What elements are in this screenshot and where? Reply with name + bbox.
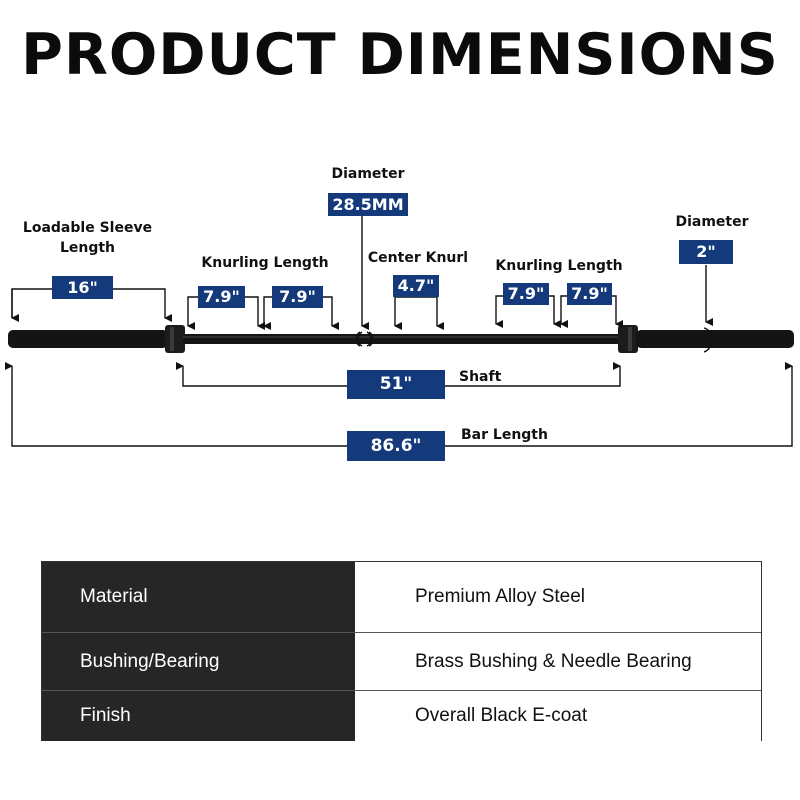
knurl-left-label: Knurling Length	[201, 255, 329, 271]
sleeve-diameter-value-badge: 2"	[679, 240, 733, 264]
spec-key: Material	[42, 562, 355, 632]
page-title: PRODUCT DIMENSIONS	[21, 22, 779, 88]
sleeve-label-line2: Length	[59, 240, 116, 256]
table-row: Finish Overall Black E-coat	[42, 690, 761, 741]
sleeve-label: Loadable Sleeve Length	[10, 218, 165, 258]
spec-value: Brass Bushing & Needle Bearing	[355, 633, 761, 691]
shaft-bar	[183, 334, 620, 344]
knurl-left-value-a-badge: 7.9"	[198, 286, 245, 308]
shaft-diameter-label: Diameter	[331, 166, 405, 182]
table-row: Bushing/Bearing Brass Bushing & Needle B…	[42, 632, 761, 691]
left-sleeve	[8, 330, 168, 348]
shaft-diameter-value-badge: 28.5MM	[328, 193, 408, 216]
knurl-left-value-b-badge: 7.9"	[272, 286, 323, 308]
bar-length-value-badge: 86.6"	[347, 431, 445, 461]
spec-key: Finish	[42, 691, 355, 741]
barbell	[8, 325, 794, 353]
shaft-value-badge: 51"	[347, 370, 445, 399]
sleeve-diameter-label: Diameter	[675, 214, 749, 230]
spec-table: Material Premium Alloy Steel Bushing/Bea…	[41, 561, 762, 741]
spec-value: Overall Black E-coat	[355, 691, 761, 741]
shaft-label: Shaft	[459, 369, 502, 385]
knurl-right-value-a-badge: 7.9"	[503, 283, 549, 305]
spec-key: Bushing/Bearing	[42, 633, 355, 691]
sleeve-label-line1: Loadable Sleeve	[22, 220, 153, 236]
bar-length-label: Bar Length	[461, 427, 548, 443]
spec-value: Premium Alloy Steel	[355, 562, 761, 632]
right-sleeve	[636, 330, 794, 348]
knurl-right-value-b-badge: 7.9"	[567, 283, 612, 305]
sleeve-value-badge: 16"	[52, 276, 113, 299]
center-knurl-value-badge: 4.7"	[393, 275, 439, 297]
knurl-right-label: Knurling Length	[495, 258, 623, 274]
table-row: Material Premium Alloy Steel	[42, 562, 761, 632]
left-collar	[165, 325, 185, 353]
center-knurl-label: Center Knurl	[367, 250, 469, 266]
